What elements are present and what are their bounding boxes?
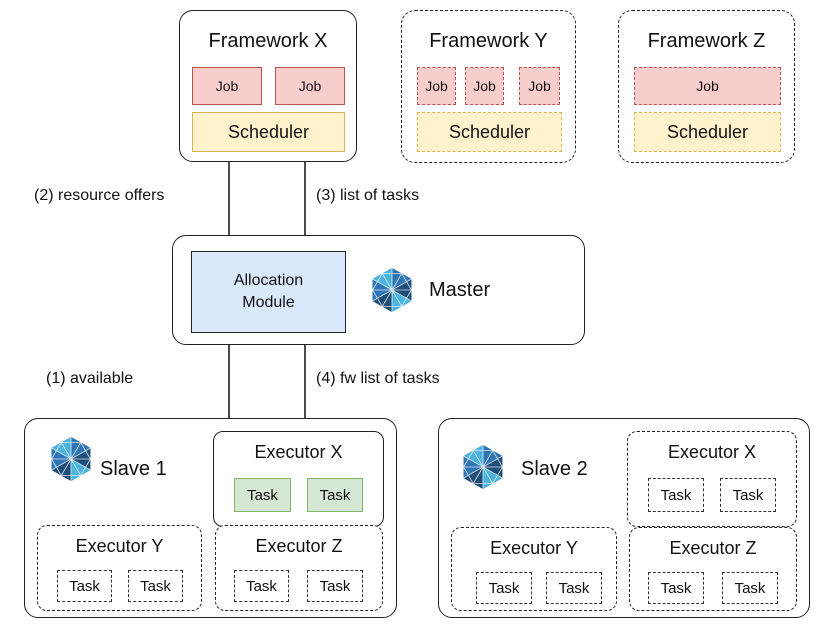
slave2-executor-z-title: Executor Z [669, 538, 757, 558]
framework-z-scheduler: Scheduler [634, 112, 781, 152]
mesos-logo-icon [463, 445, 503, 489]
framework-z-box: Framework Z Job Scheduler [618, 10, 795, 163]
fw-list-of-tasks-label: (4) fw list of tasks [316, 370, 440, 387]
framework-x-scheduler: Scheduler [192, 112, 345, 152]
slave2-executor-z-task: Task [722, 572, 778, 604]
slave2-executor-y-task: Task [476, 572, 532, 604]
available-label: (1) available [46, 370, 134, 387]
slave2-executor-y: Executor Y Task Task [451, 527, 617, 611]
framework-y-title: Framework Y [429, 30, 548, 52]
slave2-executor-x: Executor X Task Task [627, 431, 797, 527]
framework-x-job: Job [192, 67, 262, 105]
slave1-executor-y-task: Task [57, 570, 112, 602]
slave1-label: Slave 1 [100, 458, 167, 480]
slave2-executor-x-task: Task [720, 478, 776, 512]
slave1-executor-y: Executor Y Task Task [37, 525, 202, 611]
slave1-executor-x: Executor X Task Task [213, 431, 384, 527]
allocation-module-label-line1: Allocation [233, 272, 304, 289]
slave2-label: Slave 2 [521, 458, 588, 480]
mesos-logo-icon [51, 437, 91, 481]
slave1-executor-z-title: Executor Z [255, 536, 343, 556]
framework-x-title: Framework X [208, 30, 328, 52]
slave2-executor-z: Executor Z Task Task [629, 527, 797, 611]
slave2-executor-x-task: Task [648, 478, 704, 512]
master-box: Allocation Module Master [172, 235, 585, 345]
framework-y-box: Framework Y Job Job Job Scheduler [401, 10, 576, 163]
slave1-executor-x-title: Executor X [254, 442, 343, 462]
framework-y-scheduler: Scheduler [417, 112, 562, 152]
slave1-executor-z: Executor Z Task Task [215, 525, 383, 611]
mesos-logo-icon [372, 268, 412, 312]
allocation-module-label-line2: Module [242, 294, 295, 311]
slave1-executor-y-title: Executor Y [75, 536, 164, 556]
slave1-executor-x-task: Task [307, 478, 363, 512]
framework-y-job: Job [417, 67, 456, 105]
slave2-executor-x-title: Executor X [667, 442, 757, 462]
framework-y-job: Job [519, 67, 560, 105]
framework-y-job: Job [465, 67, 504, 105]
framework-x-box: Framework X Job Job Scheduler [179, 10, 357, 162]
allocation-module: Allocation Module [191, 251, 346, 333]
framework-z-job: Job [634, 67, 781, 105]
slave2-executor-z-task: Task [648, 572, 704, 604]
master-label: Master [429, 279, 491, 301]
slave1-executor-x-task: Task [234, 478, 291, 512]
slave2-executor-y-task: Task [546, 572, 602, 604]
slave2-box: Slave 2 Executor X Task Task Executor Y … [438, 418, 810, 618]
slave1-executor-z-task: Task [234, 570, 289, 602]
slave1-executor-y-task: Task [128, 570, 183, 602]
list-of-tasks-label: (3) list of tasks [316, 187, 420, 204]
slave2-executor-y-title: Executor Y [490, 538, 578, 558]
framework-z-title: Framework Z [647, 30, 766, 52]
resource-offers-label: (2) resource offers [34, 187, 165, 204]
slave1-executor-z-task: Task [307, 570, 363, 602]
framework-x-job: Job [275, 67, 345, 105]
slave1-box: Slave 1 Executor X Task Task Executor Y … [24, 418, 397, 618]
